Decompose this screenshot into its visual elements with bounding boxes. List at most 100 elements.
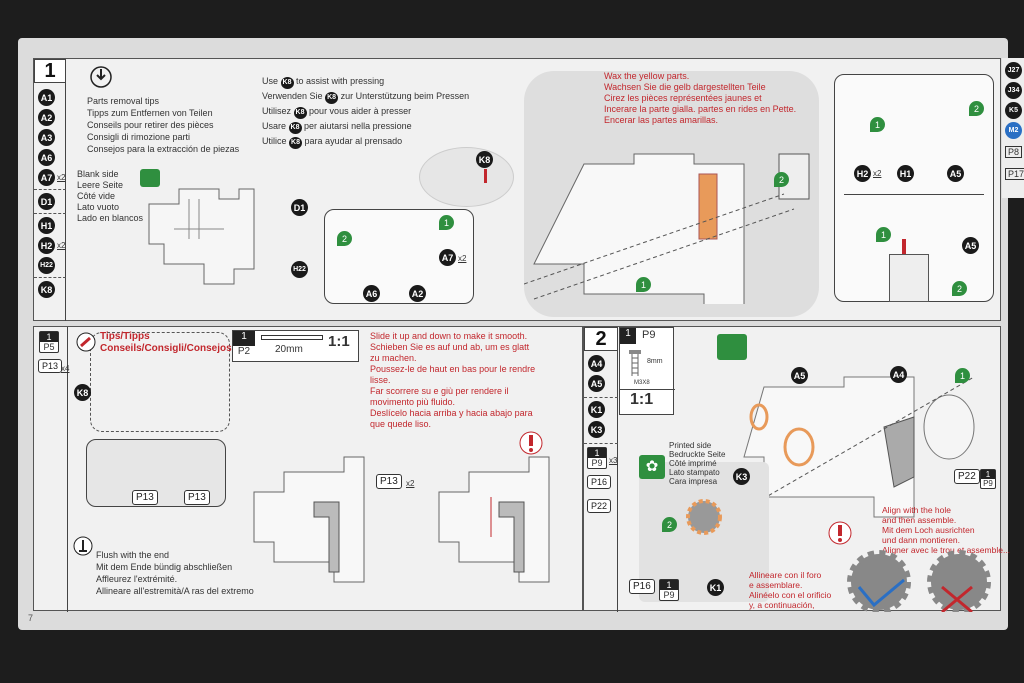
flush-icon [73,536,93,556]
label-k1: K1 [707,579,724,596]
part-a2: A2 [38,109,55,126]
label-k8: K8 [476,151,493,168]
label-a5: A5 [791,367,808,384]
scale-ratio: 1:1 [328,333,350,350]
label-p13: P13 [376,474,402,489]
part-h22: H22 [38,257,55,274]
main-frame-diagram [524,153,810,304]
label-p13: P13 [132,490,158,505]
wax-note: Wax the yellow parts.Wachsen Sie die gel… [604,71,797,125]
part-a6: A6 [38,149,55,166]
part-k8: K8 [38,281,55,298]
part-h2: H2 [38,237,55,254]
label-a2: A2 [409,285,426,302]
part-a5: A5 [588,375,605,392]
label-p16: P16 [629,579,655,594]
parts-removal-icon [90,66,112,88]
part-j34: J34 [1005,82,1022,99]
qty: x2 [57,173,66,182]
part-m2: M2 [1005,122,1022,139]
label-k3: K3 [733,468,750,485]
step-marker-1: 1 [636,277,651,292]
screw-part: P9 [642,329,656,341]
screw-length: 8mm [647,358,663,365]
screw-scale-box: 1 P9 8mm M3X8 1:1 [619,327,675,415]
part-p17: P17 [1005,168,1024,180]
page-number: 7 [28,613,34,623]
part-p22: P22 [587,499,612,513]
part-k1: K1 [588,401,605,418]
label-k8: K8 [74,384,91,401]
label-a5: A5 [962,237,979,254]
gear-correct-icon [847,550,911,612]
warning-icon [828,521,852,545]
next-page-edge: J27 J34 K5 M2 P8 P17 [1002,58,1024,198]
k8-tip: Use K8 to assist with pressing Verwenden… [262,74,469,149]
step-marker-1: 1 [870,117,885,132]
part-j27: J27 [1005,62,1022,79]
manual-page: 1 A1 A2 A3 A6 A7 x2 D1 H1 H2 x2 H22 K8 P… [18,38,1010,630]
frame-slide-diagram [253,456,365,583]
label-h2: H2 [854,165,871,182]
frame-diagram [148,188,255,285]
label-a5: A5 [947,165,964,182]
qty: x2 [873,169,882,178]
step-marker-2: 2 [774,172,789,187]
step-number: 1 [34,59,66,83]
warning-icon [519,431,543,455]
scale-qty: 1 [233,331,255,346]
tips-box [90,332,230,432]
k8-closeup [419,147,514,207]
step-marker-2: 2 [662,517,677,532]
frame-slide-result [438,456,550,583]
step-marker-1: 1 [439,215,454,230]
gearbox-diagram [713,376,975,528]
part-k5: K5 [1005,102,1022,119]
part-a7: A7 [38,169,55,186]
gear-k1 [686,499,722,535]
part-a1: A1 [38,89,55,106]
label-p13: P13 [184,490,210,505]
step-marker-1: 1 [876,227,891,242]
screw-qty: 1 [620,328,636,344]
part-d1: D1 [38,193,55,210]
blank-side-swatch [140,169,160,187]
label-a4: A4 [890,366,907,383]
scale-part: P2 [237,346,251,357]
scale-ratio: 1:1 [630,391,654,408]
qty: x2 [57,241,66,250]
step-marker-2: 2 [969,101,984,116]
part-a3: A3 [38,129,55,146]
part-p13: P13 [38,359,63,373]
part-k3: K3 [588,421,605,438]
gear-wrong-icon [927,550,991,612]
part-h1: H1 [38,217,55,234]
qty: x3 [609,456,618,465]
slide-note: Slide it up and down to make it smooth.S… [370,331,536,429]
label-a7: A7 [439,249,456,266]
step-number: 2 [584,327,618,351]
scale-box: 1 P2 20mm 1:1 [232,330,359,362]
parts-column: A1 A2 A3 A6 A7 x2 D1 H1 H2 x2 H22 K8 [34,83,66,321]
printed-side-icon: ✿ [639,455,665,479]
step-1-panel: 1 A1 A2 A3 A6 A7 x2 D1 H1 H2 x2 H22 K8 P… [33,58,1001,321]
label-d1: D1 [291,199,308,216]
clip-diagram [889,254,929,302]
qty: x4 [61,364,70,373]
label-h1: H1 [897,165,914,182]
